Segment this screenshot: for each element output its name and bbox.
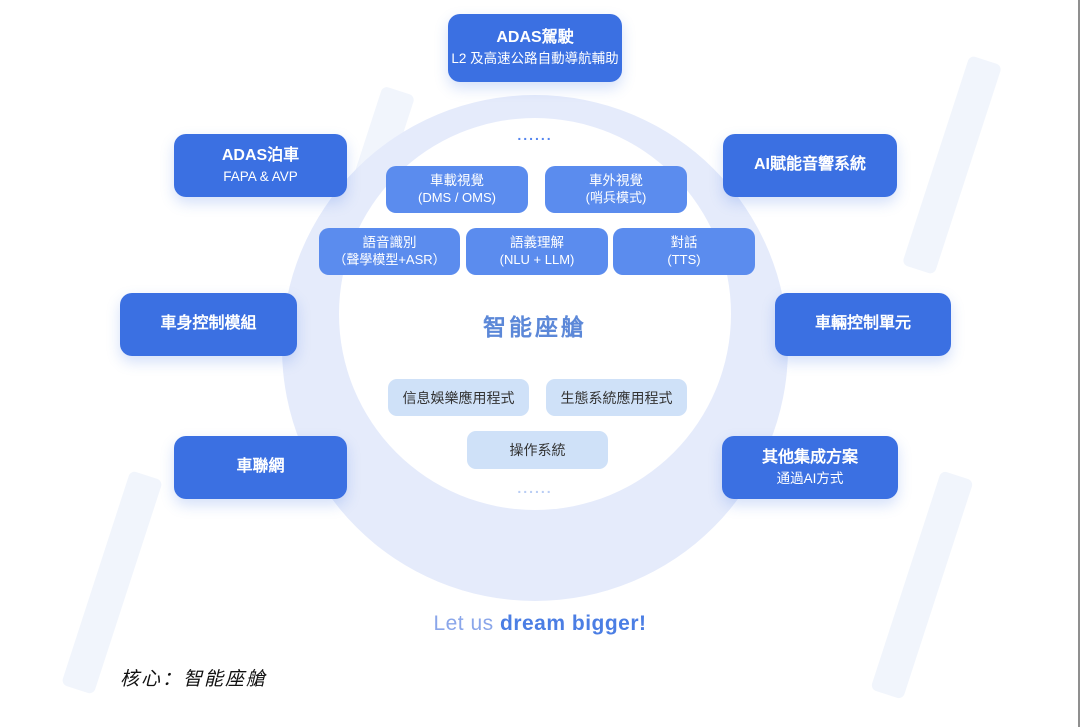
node-title: ADAS泊車 xyxy=(221,146,300,164)
node-title: 其他集成方案 xyxy=(761,448,858,466)
node-title: 車聯網 xyxy=(236,458,285,476)
node-subtitle: (TTS) xyxy=(667,251,701,267)
node-other-integration: 其他集成方案 通過AI方式 xyxy=(722,436,898,499)
node-speech-recognition: 語音識別 （聲學模型+ASR） xyxy=(319,228,460,275)
tagline-light: Let us xyxy=(433,612,500,635)
node-subtitle: L2 及高速公路自動導航輔助 xyxy=(451,51,619,67)
caption: 核心：智能座艙 xyxy=(120,669,268,690)
node-title: 車外視覺 xyxy=(589,173,643,189)
node-telematics: 車聯網 xyxy=(174,436,347,499)
node-vehicle-control-unit: 車輛控制單元 xyxy=(775,293,951,356)
node-cabin-vision: 車載視覺 (DMS / OMS) xyxy=(386,166,528,213)
cockpit-title: 智能座艙 xyxy=(483,314,587,340)
node-subtitle: FAPA & AVP xyxy=(223,168,298,184)
node-title: 車載視覺 xyxy=(430,173,484,189)
node-exterior-vision: 車外視覺 (哨兵模式) xyxy=(545,166,687,213)
ellipsis-bottom: ...... xyxy=(517,480,553,496)
node-adas-parking: ADAS泊車 FAPA & AVP xyxy=(174,134,347,197)
node-semantic-understanding: 語義理解 (NLU + LLM) xyxy=(466,228,608,275)
node-body-control-module: 車身控制模組 xyxy=(120,293,297,356)
node-title: 語義理解 xyxy=(510,235,564,251)
background-ribbon xyxy=(61,470,163,695)
node-title: 語音識別 xyxy=(362,235,417,251)
tagline: Let us dream bigger! xyxy=(0,612,1080,636)
node-title: 車身控制模組 xyxy=(160,315,257,333)
node-title: 車輛控制單元 xyxy=(814,315,911,333)
node-subtitle: （聲學模型+ASR） xyxy=(333,251,446,267)
node-ecosystem-apps: 生態系統應用程式 xyxy=(546,379,687,416)
node-operating-system: 操作系統 xyxy=(467,431,608,469)
page-edge-line xyxy=(1078,0,1080,727)
node-subtitle: (DMS / OMS) xyxy=(418,189,496,205)
node-dialogue-tts: 對話 (TTS) xyxy=(613,228,755,275)
node-subtitle: 通過AI方式 xyxy=(776,470,844,486)
node-subtitle: (NLU + LLM) xyxy=(499,251,575,267)
background-ribbon xyxy=(901,55,1003,275)
node-title: AI賦能音響系統 xyxy=(753,156,866,174)
tagline-bold: dream bigger! xyxy=(500,612,647,635)
background-ribbon xyxy=(870,470,974,700)
node-title: ADAS駕駛 xyxy=(496,29,574,47)
node-adas-driving: ADAS駕駛 L2 及高速公路自動導航輔助 xyxy=(448,14,622,82)
node-infotainment-apps: 信息娛樂應用程式 xyxy=(388,379,529,416)
node-subtitle: (哨兵模式) xyxy=(585,189,647,205)
node-title: 對話 xyxy=(670,235,698,251)
node-ai-audio-system: AI賦能音響系統 xyxy=(723,134,897,197)
ellipsis-top: ...... xyxy=(517,127,553,143)
